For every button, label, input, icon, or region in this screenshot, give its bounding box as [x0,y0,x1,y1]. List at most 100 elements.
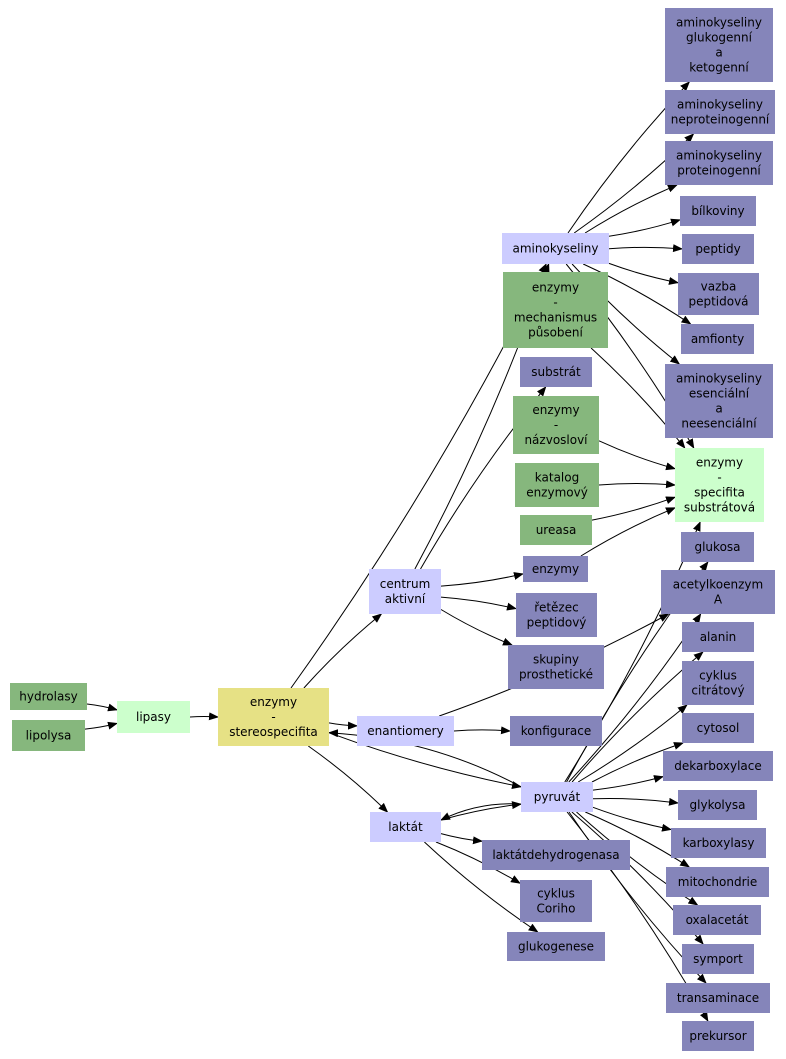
node-lipasy: lipasy [117,701,190,733]
node-label: citrátový [691,683,744,697]
edge-aminokyseliny-to-bilkoviny [608,218,681,237]
node-label: cytosol [697,721,740,735]
node-label: laktát [388,820,423,834]
node-label: dekarboxylace [674,759,762,773]
node-box [671,828,766,858]
node-enantiomery: enantiomery [357,716,454,746]
node-box [520,515,592,545]
node-ldh: laktátdehydrogenasa [482,840,630,870]
edges [84,81,709,1022]
node-label: neproteinogenní [671,112,770,126]
node-label: prekursor [689,1029,746,1043]
node-nazvoslovi: enzymy-názvosloví [513,396,599,454]
node-box [12,720,85,751]
node-label: ketogenní [689,60,749,74]
node-box [523,556,588,582]
node-label: enzymy [696,455,743,469]
node-alanin: alanin [682,622,754,652]
node-label: glukogenese [518,939,594,953]
edge-pyruvat-to-stereo [328,729,522,788]
edge-centrum-to-retezec [440,596,517,611]
edge-laktat-to-ldh [440,833,483,845]
node-label: symport [693,952,743,966]
node-label: skupiny [533,652,579,666]
node-box [508,645,604,689]
edge-enantiomery-to-konfigurace [453,726,511,735]
node-label: enzymový [526,485,588,499]
node-box [665,90,775,134]
node-box [665,364,773,438]
node-label: substrátová [684,500,755,514]
node-box [10,683,87,710]
edge-laktat-to-coriho [435,841,521,884]
node-label: glykolysa [690,798,746,812]
node-label: mitochondrie [678,875,758,889]
edge-aminokyseliny-to-proteino [584,184,678,234]
node-label: enzymy [532,280,579,294]
node-label: ureasa [536,523,577,537]
node-label: bílkoviny [691,204,744,218]
edge-lipasy-to-stereo [189,712,219,721]
edge-stereo-to-pyruvat [328,732,522,789]
node-label: proteinogenní [677,163,761,177]
node-label: stereospecifita [229,725,318,739]
nodes: hydrolasylipolysalipasyenzymy-stereospec… [10,8,775,1051]
node-box [521,782,593,812]
node-label: lipolysa [26,728,72,742]
edge-enzymy-to-specifita [580,507,676,557]
node-label: enzymy [250,695,297,709]
node-bilkoviny: bílkoviny [680,196,756,226]
node-label: aminokyseliny [677,97,763,111]
node-label: prosthetické [519,667,593,681]
node-ureasa: ureasa [520,515,592,545]
node-glukosa: glukosa [681,532,754,562]
node-amfionty: amfionty [681,324,754,354]
node-box [663,751,773,781]
node-hydrolasy: hydrolasy [10,683,87,710]
node-label: pyruvát [534,790,581,804]
node-label: Coriho [537,901,576,915]
node-box [665,141,773,185]
node-label: karboxylasy [683,836,755,850]
edge-pyruvat-to-glykolysa [592,797,679,806]
node-label: specifita [694,485,745,499]
node-symport: symport [682,944,754,974]
node-substrat: substrát [520,357,592,387]
node-label: a [715,45,722,59]
edge-pyruvat-to-laktat [440,803,522,821]
node-box [665,8,773,82]
node-cytosol: cytosol [682,713,754,743]
edge-hydrolasy-to-lipasy [86,703,118,712]
node-box [678,273,759,315]
node-box [682,234,754,264]
edge-centrum-to-enzymy [440,572,524,587]
node-label: neesenciální [681,416,757,430]
edge-katalog-to-specifita [598,480,676,489]
edge-ureasa-to-specifita [591,496,676,521]
node-laktat: laktát [370,812,441,842]
edge-stereo-to-centrum [303,613,383,689]
edge-pyruvat-to-mitochondrie [585,811,691,868]
node-box [510,716,602,746]
node-lipolysa: lipolysa [12,720,85,751]
node-label: enzymy [532,403,579,417]
node-box [520,880,592,922]
node-label: cyklus [699,668,737,682]
node-label: hydrolasy [19,689,77,703]
node-label: aminokyseliny [676,371,762,385]
edge-pyruvat-to-dekarboxylace [592,775,664,791]
node-box [507,932,605,961]
node-glukogenese: glukogenese [507,932,605,961]
node-label: enzymy [532,562,579,576]
edge-pyruvat-to-cytosol [591,742,684,783]
node-box [682,944,754,974]
node-aminokyseliny: aminokyseliny [502,233,609,264]
